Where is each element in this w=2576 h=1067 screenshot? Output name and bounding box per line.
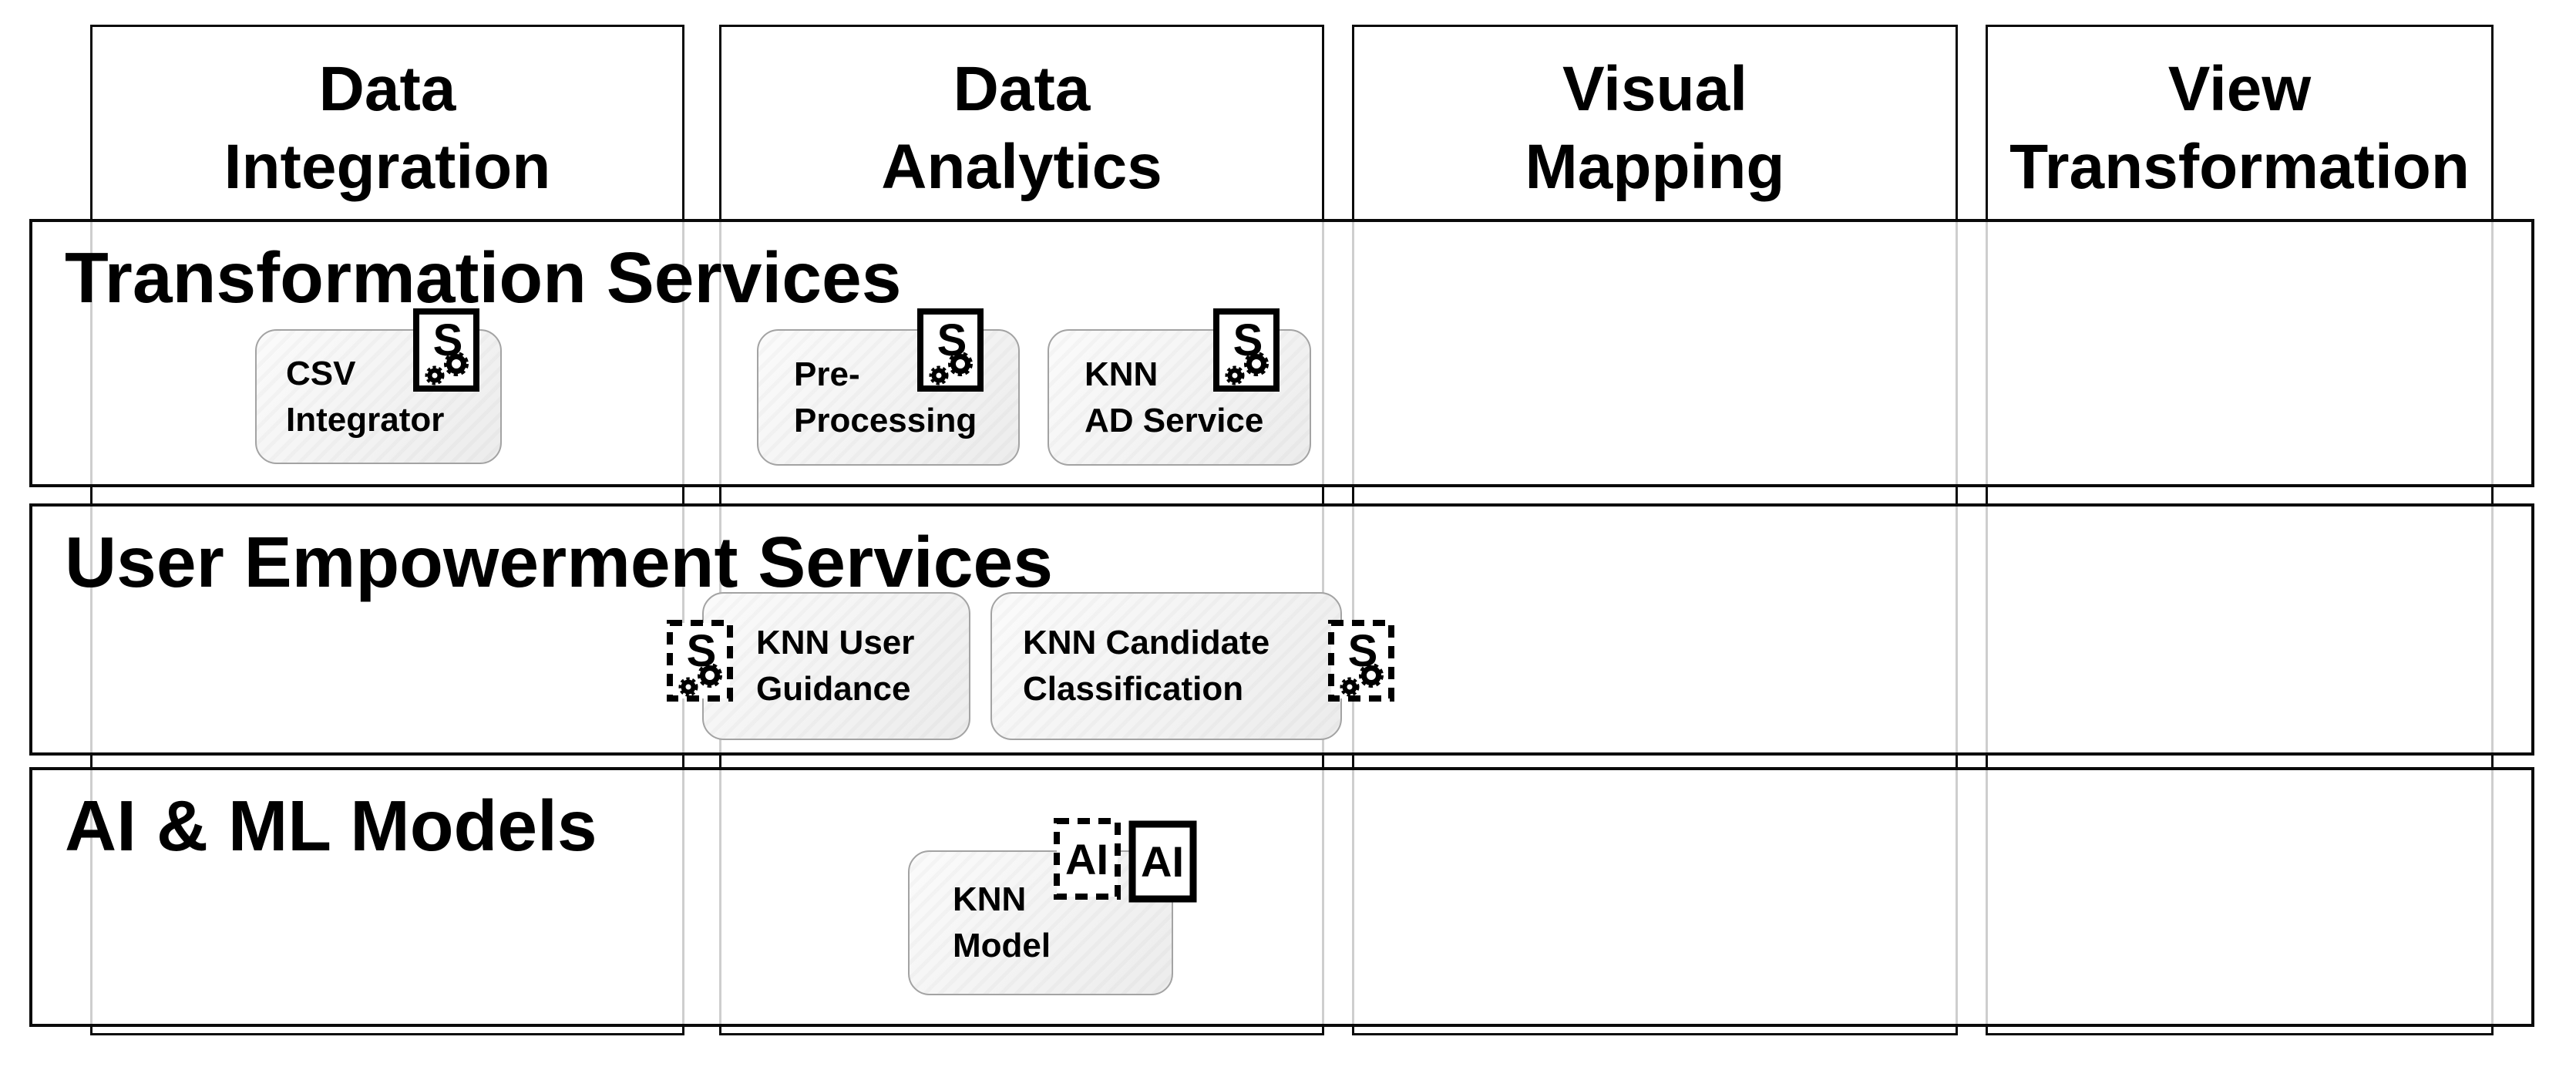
- column-header-data-analytics: Data Analytics: [721, 27, 1322, 206]
- service-label: Model: [953, 927, 1051, 964]
- service-label: Classification: [1023, 670, 1244, 708]
- service-box-knn-user-guidance: KNN User Guidance: [702, 592, 970, 740]
- column-header-visual-mapping: Visual Mapping: [1354, 27, 1956, 206]
- row-ai-ml-models: AI & ML Models: [29, 767, 2534, 1027]
- column-header-view-transformation: View Transformation: [1988, 27, 2491, 206]
- row-title-transformation-services: Transformation Services: [65, 237, 902, 318]
- service-s-badge-solid-icon: S: [1213, 308, 1280, 392]
- ai-badge-solid-icon: AI: [1128, 820, 1197, 903]
- service-box-knn-ad-service: KNN AD Service: [1048, 329, 1311, 466]
- service-label: AD Service: [1085, 401, 1264, 439]
- service-s-badge-dashed-icon: S: [1328, 620, 1394, 702]
- service-label: KNN: [953, 880, 1027, 918]
- row-title-ai-ml-models: AI & ML Models: [65, 786, 597, 866]
- service-label: Guidance: [756, 670, 911, 708]
- service-label: KNN Candidate: [1023, 624, 1270, 661]
- column-header-line: Visual: [1562, 54, 1748, 124]
- ai-badge-dashed-icon: AI: [1054, 818, 1121, 900]
- service-s-badge-solid-icon: S: [917, 308, 984, 392]
- service-label: CSV: [286, 354, 356, 392]
- service-label: KNN: [1085, 355, 1159, 393]
- service-box-knn-candidate-classification: KNN Candidate Classification: [990, 592, 1342, 740]
- column-header-line: View: [2167, 54, 2312, 124]
- service-label: Pre-: [794, 355, 860, 393]
- column-header-line: Data: [953, 54, 1091, 124]
- badge-frame: [1128, 820, 1197, 903]
- column-header-data-integration: Data Integration: [92, 27, 682, 206]
- column-header-line: Mapping: [1525, 132, 1785, 202]
- service-label: Integrator: [286, 400, 445, 439]
- badge-frame: [917, 308, 984, 392]
- column-header-line: Analytics: [881, 132, 1162, 202]
- service-s-badge-solid-icon: S: [413, 308, 479, 392]
- badge-frame: [1054, 818, 1121, 900]
- column-header-line: Transformation: [2009, 132, 2470, 202]
- service-label: Processing: [794, 401, 977, 439]
- row-title-user-empowerment-services: User Empowerment Services: [65, 522, 1053, 602]
- badge-letter: AI: [1065, 835, 1108, 884]
- column-header-line: Integration: [224, 132, 551, 202]
- badge-letter: AI: [1141, 837, 1184, 886]
- service-label: KNN User: [756, 624, 915, 661]
- column-header-line: Data: [318, 54, 456, 124]
- service-s-badge-dashed-icon: S: [667, 620, 733, 702]
